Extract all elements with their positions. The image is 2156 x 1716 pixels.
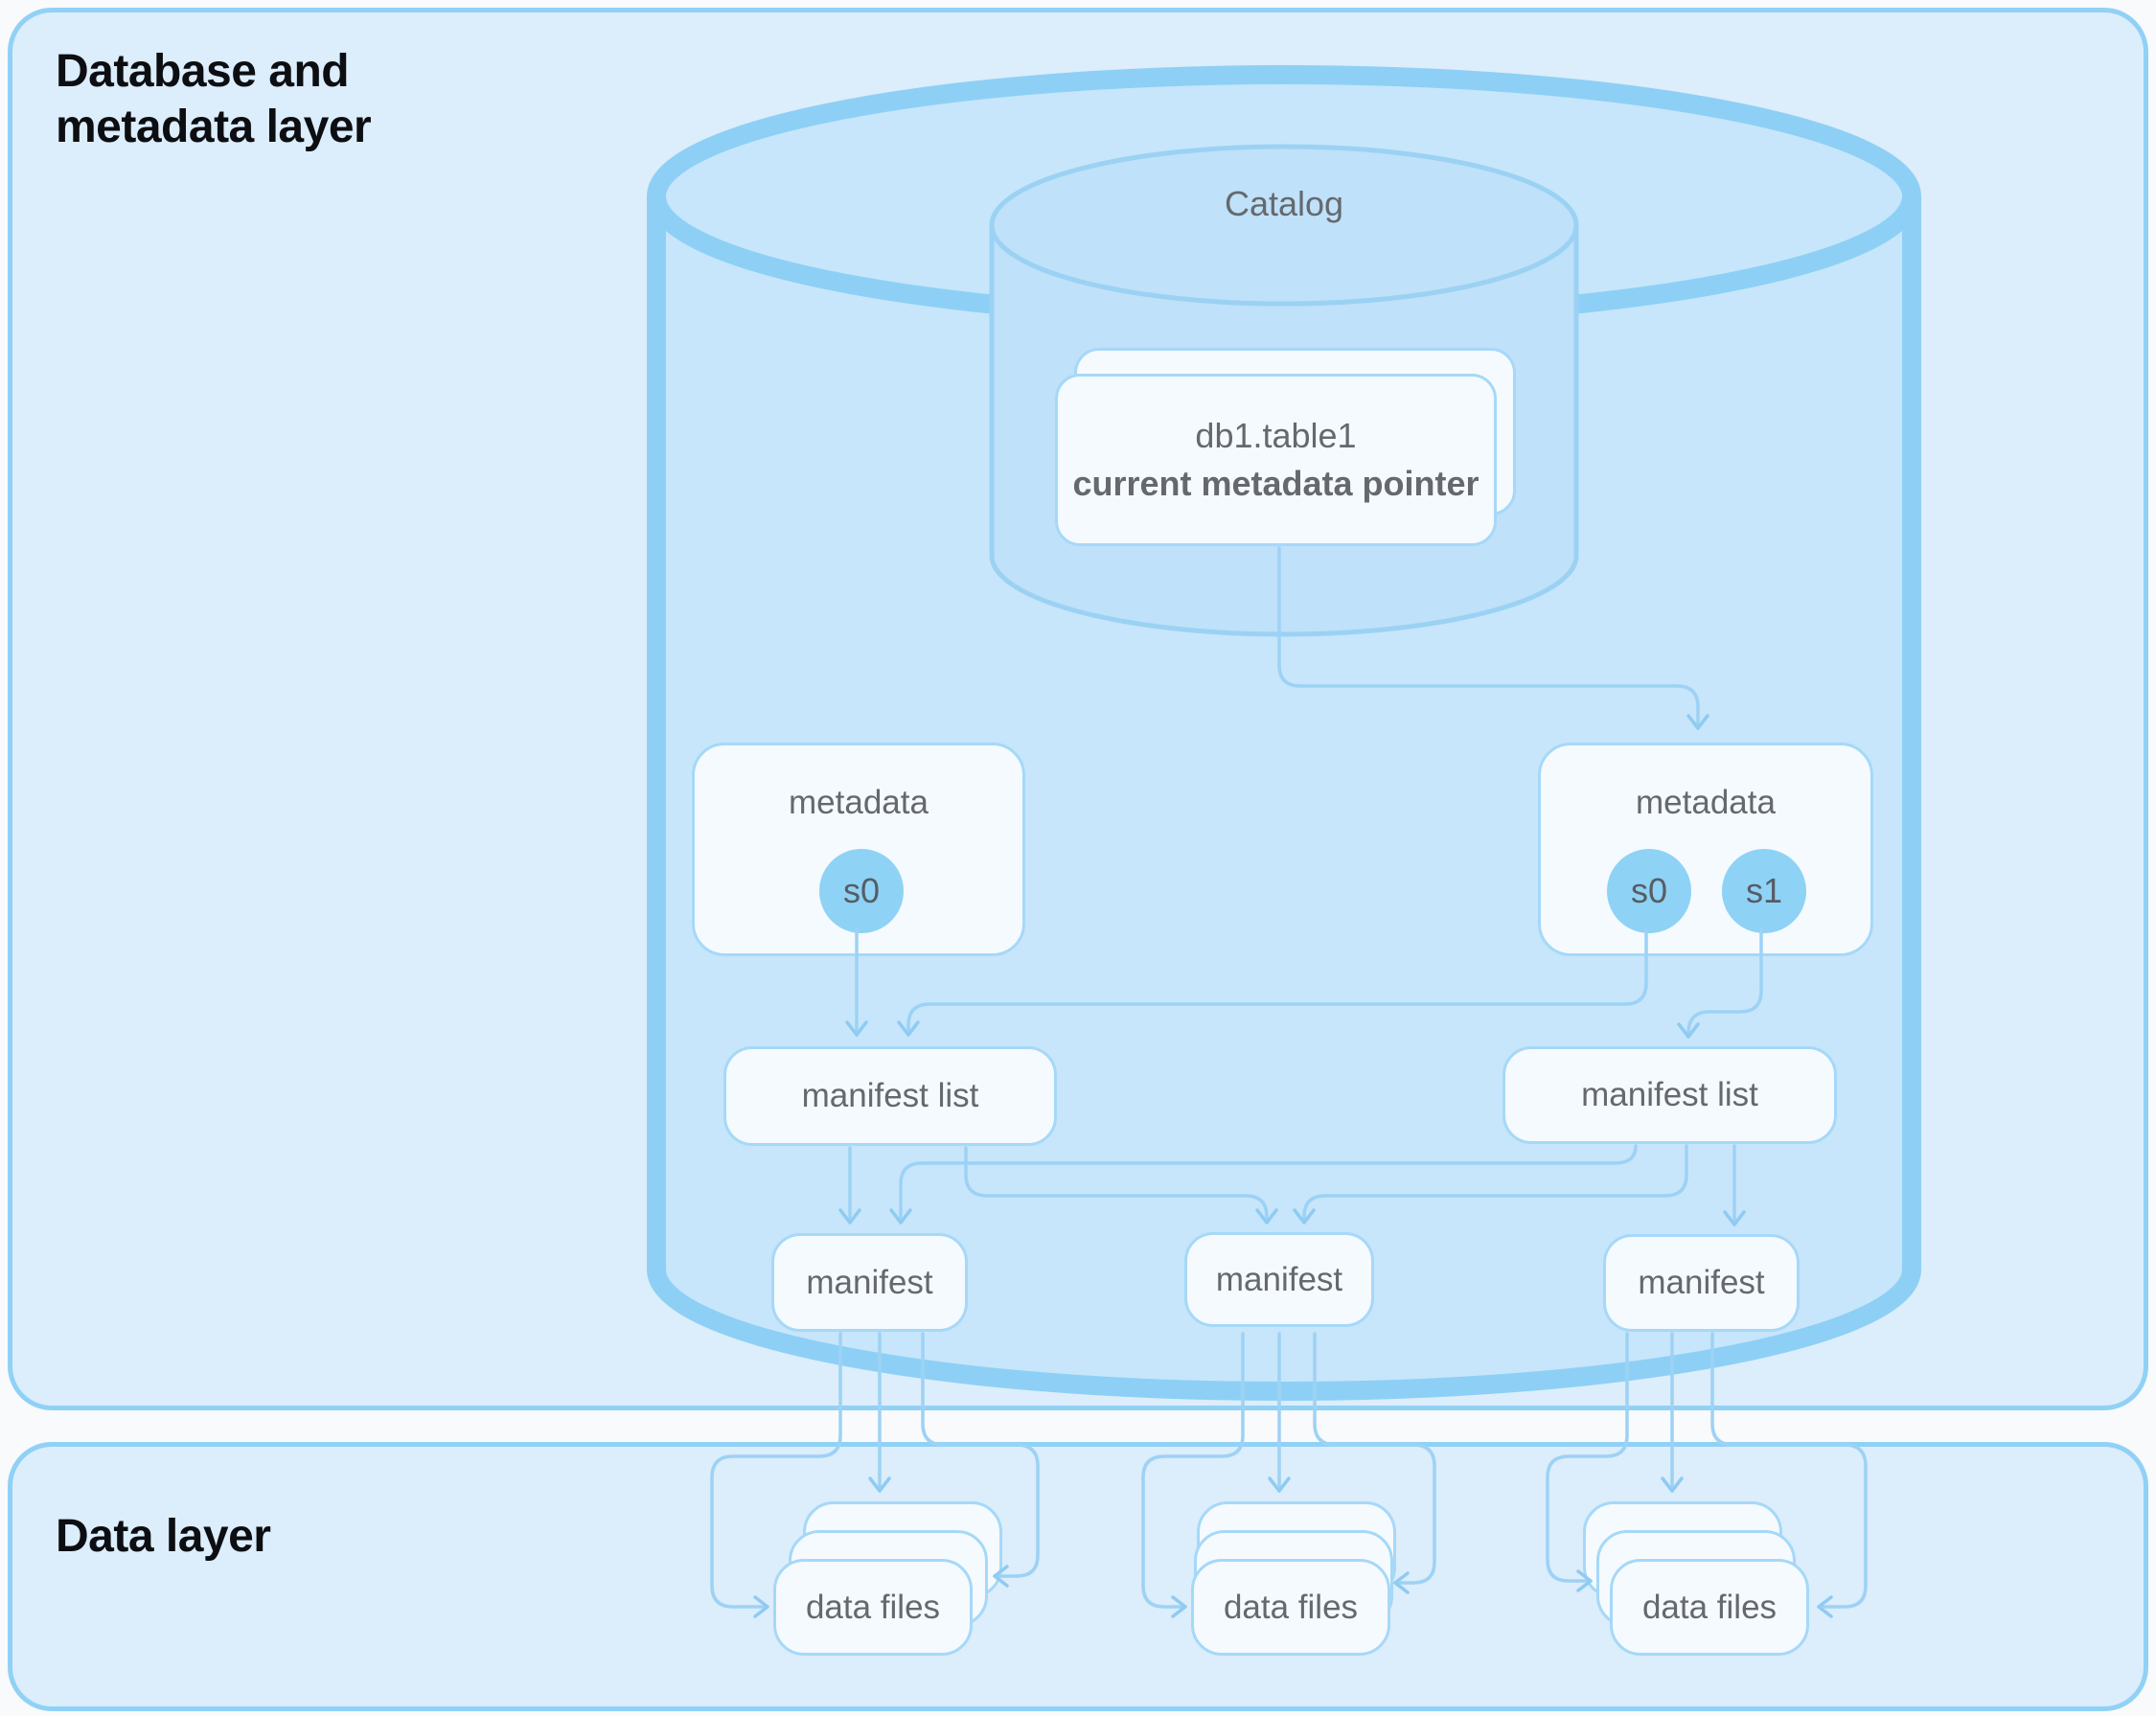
snapshot-s0: s0 — [1607, 849, 1691, 933]
manifest-left: manifest — [771, 1233, 968, 1332]
table-name: db1.table1 — [1195, 416, 1357, 455]
metadata-file-left: metadata s0 — [692, 743, 1025, 956]
manifest-list-right: manifest list — [1502, 1046, 1837, 1144]
metadata-layer-title: Database and metadata layer — [56, 44, 372, 155]
data-files-right: data files — [1610, 1559, 1809, 1656]
catalog-label: Catalog — [1224, 184, 1344, 223]
manifest-middle: manifest — [1184, 1232, 1374, 1327]
metadata-pointer-card: db1.table1 current metadata pointer — [1055, 374, 1497, 546]
manifest-right: manifest — [1603, 1234, 1800, 1332]
metadata-layer-title-line2: metadata layer — [56, 102, 372, 152]
metadata-layer-title-line1: Database and — [56, 46, 350, 97]
metadata-label: metadata — [1636, 784, 1776, 821]
manifest-list-left: manifest list — [723, 1046, 1057, 1146]
snapshot-s0: s0 — [819, 849, 904, 933]
metadata-label: metadata — [789, 784, 929, 821]
data-files-left: data files — [773, 1559, 973, 1656]
snapshot-s1: s1 — [1722, 849, 1806, 933]
data-files-middle: data files — [1191, 1559, 1390, 1656]
metadata-file-right: metadata s0 s1 — [1538, 743, 1873, 956]
data-layer-title: Data layer — [56, 1511, 271, 1562]
current-metadata-pointer-label: current metadata pointer — [1072, 464, 1479, 503]
